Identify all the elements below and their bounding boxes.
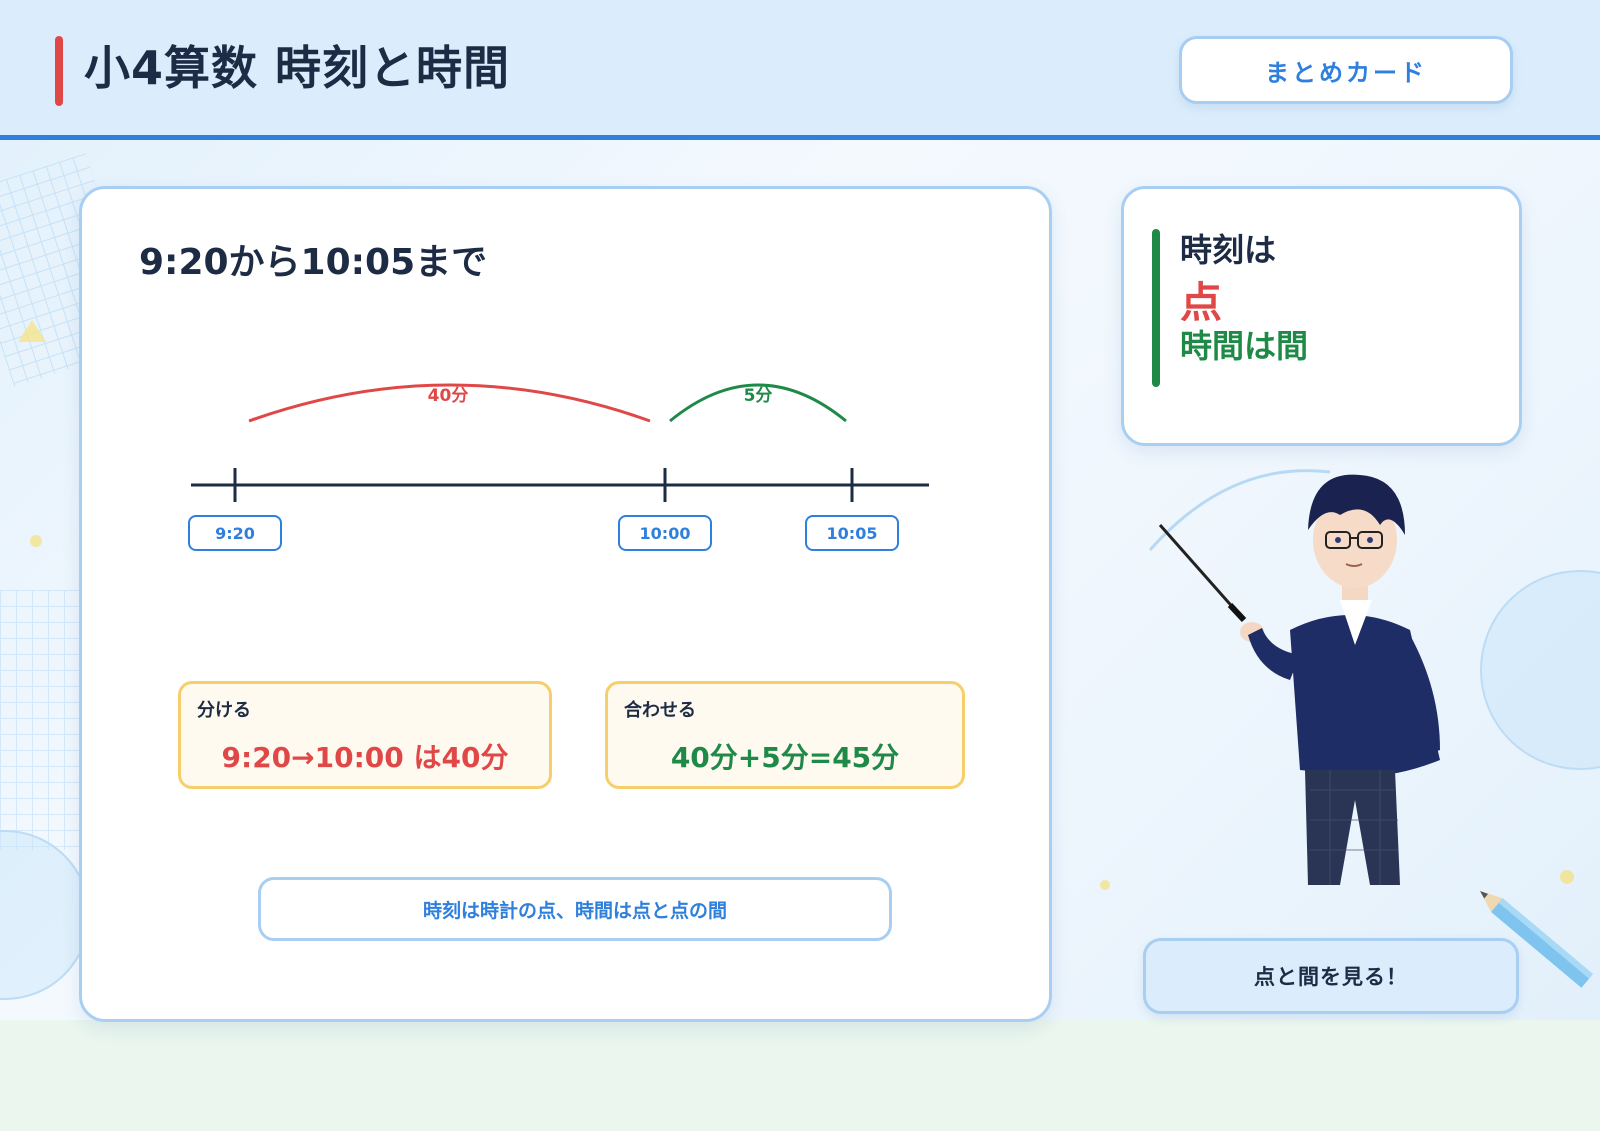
split-box-label: 分ける	[197, 700, 251, 721]
dot-decoration	[1100, 880, 1110, 890]
dot-decoration	[30, 535, 42, 547]
tick-label-1005: 10:05	[805, 515, 899, 551]
timeline: 40分 5分	[191, 383, 929, 502]
problem-statement: 9:20から10:05まで	[139, 242, 488, 283]
combine-box-value: 40分+5分=45分	[670, 741, 900, 774]
combine-box-label: 合わせる	[624, 700, 696, 721]
split-box-value: 9:20→10:00 は40分	[221, 741, 509, 774]
arc-red	[248, 383, 651, 423]
key-point-accent-bar	[1152, 229, 1160, 387]
split-box: 分ける 9:20→10:00 は40分	[178, 681, 552, 789]
summary-card-button[interactable]: まとめカード	[1179, 36, 1513, 104]
header: 小4算数 時刻と時間 まとめカード	[0, 0, 1600, 140]
view-points-and-intervals-button[interactable]: 点と間を見る！	[1143, 938, 1519, 1014]
teacher-illustration	[1148, 469, 1440, 885]
key-point-line1: 時刻は	[1180, 231, 1277, 269]
tick-label-920: 9:20	[188, 515, 282, 551]
key-point-line2: 点	[1180, 278, 1223, 327]
title-accent-bar	[55, 36, 63, 106]
pencil-icon	[1480, 891, 1594, 988]
tick-label-1000: 10:00	[618, 515, 712, 551]
arc-green	[669, 383, 847, 423]
page-title: 小4算数 時刻と時間	[84, 41, 511, 95]
note-box: 時刻は時計の点、時間は点と点の間	[258, 877, 892, 941]
background-grid-decoration	[0, 590, 90, 850]
problem-card: 9:20から10:05まで 40分 5分 9:20 10:00 10:05 分け…	[79, 186, 1052, 1022]
key-point-card: 時刻は 点 時間は間	[1121, 186, 1522, 446]
arc-red-label: 40分	[428, 386, 469, 406]
dot-decoration	[1560, 870, 1574, 884]
triangle-decoration	[18, 320, 46, 342]
combine-box: 合わせる 40分+5分=45分	[605, 681, 965, 789]
protractor-decoration	[0, 830, 90, 1000]
arc-green-label: 5分	[744, 386, 773, 406]
key-point-line3: 時間は間	[1180, 327, 1309, 365]
